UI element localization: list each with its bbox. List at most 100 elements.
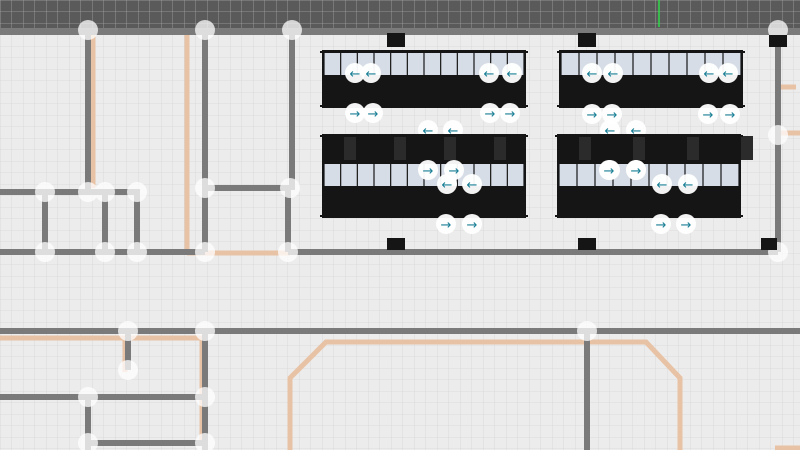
wall-node-handle-icon[interactable] <box>280 178 300 198</box>
arrow-left-icon[interactable]: ← <box>479 63 499 83</box>
desk-cluster-bottom-right[interactable]: →→←←→→→→ <box>555 134 753 234</box>
arrow-right-icon[interactable]: → <box>363 103 383 123</box>
arrow-right-icon[interactable]: → <box>599 160 619 180</box>
desk-seat[interactable] <box>324 53 341 75</box>
wall-node-handle-icon[interactable] <box>195 242 215 262</box>
arrow-glyph: → <box>505 107 516 122</box>
desk-seat[interactable] <box>391 53 407 75</box>
arrow-right-icon[interactable]: → <box>602 104 622 124</box>
desk-seat[interactable] <box>633 53 651 75</box>
arrow-glyph: ← <box>350 67 361 82</box>
arrow-glyph: → <box>441 218 452 233</box>
arrow-left-icon[interactable]: ← <box>718 63 738 83</box>
desk-seat[interactable] <box>507 164 524 186</box>
arrow-right-icon[interactable]: → <box>500 103 520 123</box>
desk-divider <box>344 136 356 160</box>
arrow-right-icon[interactable]: → <box>626 160 646 180</box>
wall-node-handle-icon[interactable] <box>95 242 115 262</box>
desk-seat[interactable] <box>561 53 579 75</box>
wall-node-handle-icon[interactable] <box>78 387 98 407</box>
arrow-left-icon[interactable]: ← <box>462 174 482 194</box>
wall-node-handle-icon[interactable] <box>195 433 215 450</box>
wall-node-handle-icon[interactable] <box>278 242 298 262</box>
arrow-right-icon[interactable]: → <box>720 104 740 124</box>
column-marker <box>769 35 787 47</box>
desk-seat[interactable] <box>341 164 357 186</box>
arrow-right-icon[interactable]: → <box>480 103 500 123</box>
arrow-left-icon[interactable]: ← <box>603 63 623 83</box>
arrow-glyph: ← <box>442 178 453 193</box>
arrow-glyph: → <box>681 218 692 233</box>
wall-node-handle-icon[interactable] <box>95 182 115 202</box>
arrow-left-icon[interactable]: ← <box>437 174 457 194</box>
desk-seat[interactable] <box>441 53 457 75</box>
desk-clusters-layer[interactable]: ←←←←→→←←→→←←←←→→←←→→→→←←→→→→←←→→→→ <box>320 50 753 234</box>
desk-seat[interactable] <box>721 164 739 186</box>
wall-node-handle-icon[interactable] <box>78 433 98 450</box>
wall-node-handle-icon[interactable] <box>78 182 98 202</box>
desk-seat[interactable] <box>457 53 474 75</box>
desk-seat[interactable] <box>357 164 374 186</box>
arrow-glyph: ← <box>631 124 642 139</box>
wall-node-handle-icon[interactable] <box>78 20 98 40</box>
wall-node-handle-icon[interactable] <box>768 125 788 145</box>
arrow-glyph: → <box>725 108 736 123</box>
arrow-glyph: ← <box>723 67 734 82</box>
wall-node-handle-icon[interactable] <box>195 20 215 40</box>
column-marker <box>387 33 405 47</box>
arrow-right-icon[interactable]: → <box>436 214 456 234</box>
desk-divider <box>633 136 645 160</box>
wall-node-handle-icon[interactable] <box>195 178 215 198</box>
arrow-glyph: ← <box>683 178 694 193</box>
desk-cluster-top-left[interactable]: ←←←←→→←←→→ <box>320 50 528 140</box>
top-ruler-bar <box>0 0 800 34</box>
arrow-left-icon[interactable]: ← <box>678 174 698 194</box>
column-marker <box>761 238 777 250</box>
wall-node-handle-icon[interactable] <box>118 321 138 341</box>
arrow-glyph: → <box>587 108 598 123</box>
arrow-left-icon[interactable]: ← <box>345 63 365 83</box>
desk-seat[interactable] <box>374 164 391 186</box>
wall-node-handle-icon[interactable] <box>127 242 147 262</box>
desk-seat[interactable] <box>491 164 507 186</box>
wall-node-handle-icon[interactable] <box>195 321 215 341</box>
arrow-left-icon[interactable]: ← <box>502 63 522 83</box>
arrow-right-icon[interactable]: → <box>582 104 602 124</box>
desk-seat[interactable] <box>324 164 341 186</box>
arrow-left-icon[interactable]: ← <box>652 174 672 194</box>
arrow-glyph: ← <box>484 67 495 82</box>
desk-seat[interactable] <box>651 53 669 75</box>
desk-cluster-top-right[interactable]: ←←←←→→←←→→ <box>557 50 745 140</box>
desk-cluster-bottom-left[interactable]: →→←←→→ <box>320 134 528 234</box>
arrow-right-icon[interactable]: → <box>676 214 696 234</box>
arrow-right-icon[interactable]: → <box>651 214 671 234</box>
desk-seat[interactable] <box>391 164 407 186</box>
desk-seat[interactable] <box>424 53 441 75</box>
wall-node-handle-icon[interactable] <box>577 321 597 341</box>
arrow-right-icon[interactable]: → <box>698 104 718 124</box>
desk-seat[interactable] <box>559 164 577 186</box>
arrow-right-icon[interactable]: → <box>462 214 482 234</box>
arrow-glyph: ← <box>507 67 518 82</box>
arrow-glyph: → <box>631 164 642 179</box>
arrow-left-icon[interactable]: ← <box>582 63 602 83</box>
desk-seat[interactable] <box>407 53 424 75</box>
desk-seat[interactable] <box>703 164 721 186</box>
arrow-right-icon[interactable]: → <box>418 160 438 180</box>
arrow-right-icon[interactable]: → <box>345 103 365 123</box>
wall-node-handle-icon[interactable] <box>195 387 215 407</box>
wall-node-handle-icon[interactable] <box>127 182 147 202</box>
arrow-glyph: ← <box>467 178 478 193</box>
desk-seat[interactable] <box>577 164 595 186</box>
desk-seat[interactable] <box>669 53 687 75</box>
wall-node-handle-icon[interactable] <box>35 182 55 202</box>
arrow-glyph: ← <box>704 67 715 82</box>
wall-node-handle-icon[interactable] <box>282 20 302 40</box>
arrow-left-icon[interactable]: ← <box>699 63 719 83</box>
arrow-glyph: ← <box>657 178 668 193</box>
wall-node-handle-icon[interactable] <box>118 360 138 380</box>
arrow-left-icon[interactable]: ← <box>361 63 381 83</box>
wall-node-handle-icon[interactable] <box>35 242 55 262</box>
